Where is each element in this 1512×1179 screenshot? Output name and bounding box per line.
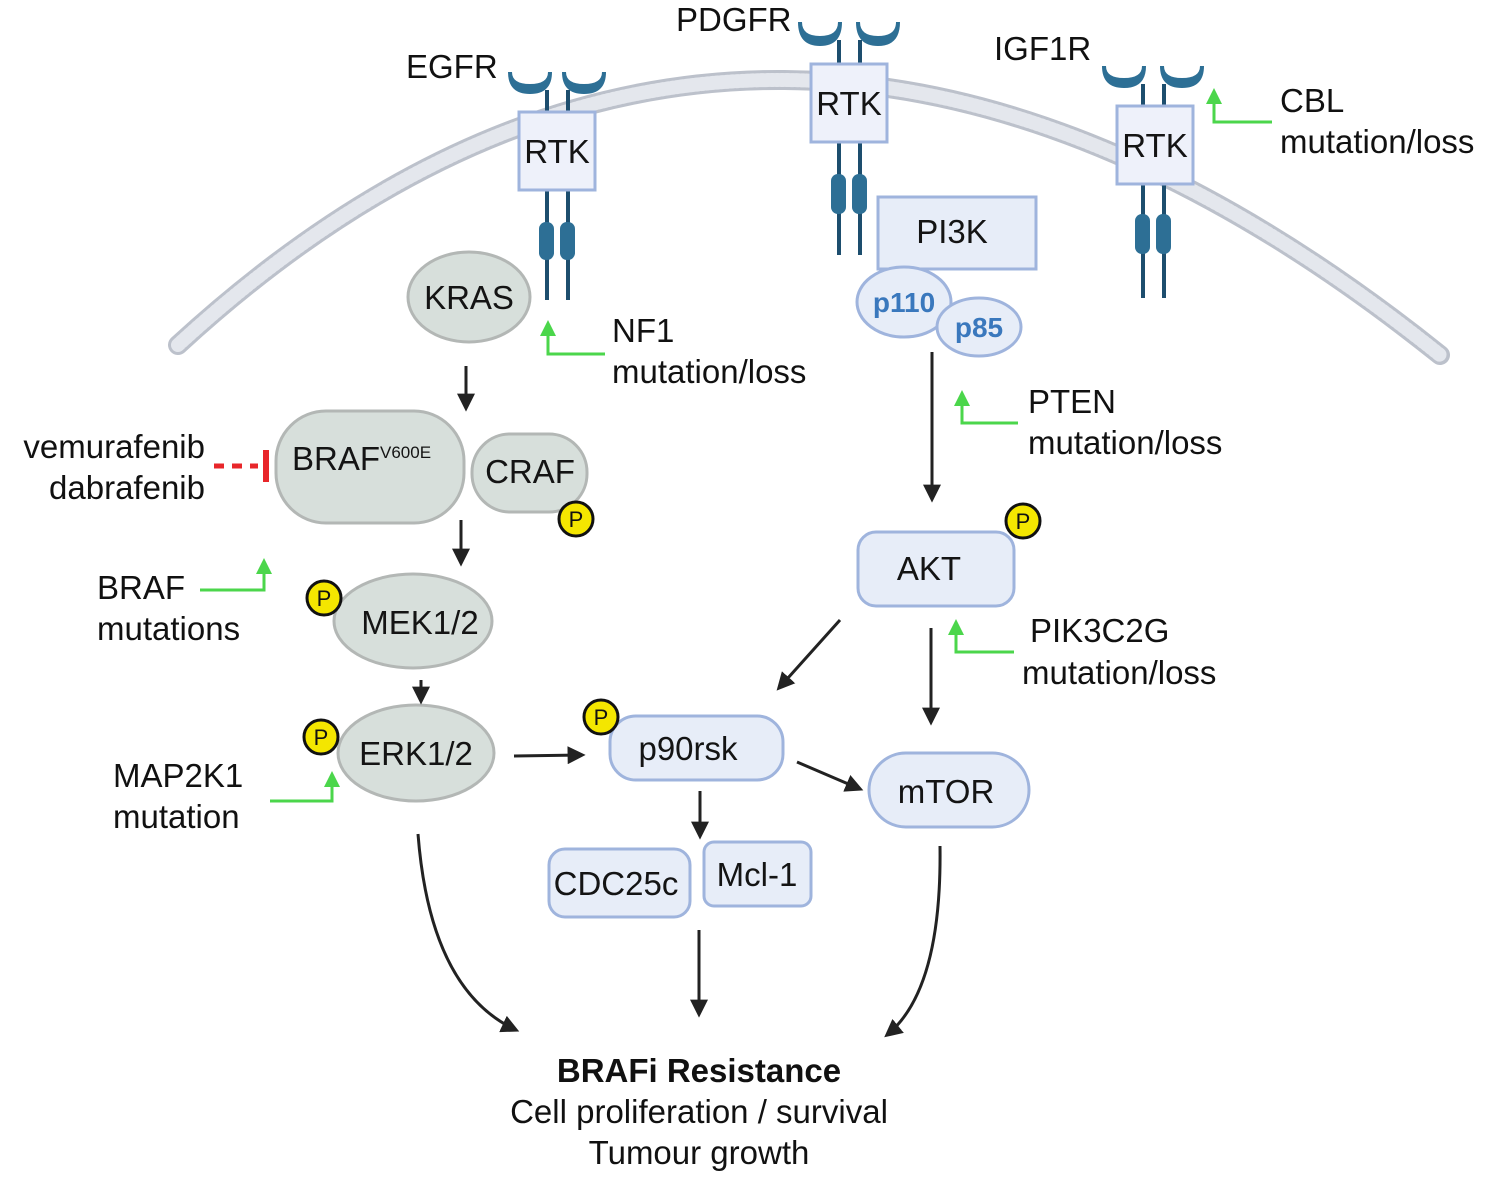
craf-phospho-badge	[557, 500, 595, 538]
outcome-title: BRAFi Resistance	[557, 1052, 841, 1089]
arrow-erk-p90rsk	[513, 746, 586, 765]
egfr-rtk-label: RTK	[524, 133, 589, 170]
erk-node	[336, 703, 496, 803]
igf1r-receptor	[1102, 66, 1204, 298]
pten-label: PTEN	[1028, 383, 1116, 420]
pik3c2g-sublabel: mutation/loss	[1022, 654, 1216, 691]
p90rsk-node	[608, 714, 785, 782]
cell-membrane-inner	[171, 73, 1447, 362]
pi3k-label: PI3K	[916, 213, 988, 250]
pik3c2g-mutation-arrow	[954, 633, 1014, 654]
arrow-mtor-outcome	[884, 845, 942, 1038]
cdc25c-node	[547, 847, 692, 919]
mutation-arrows	[200, 102, 1272, 803]
map2k1-label: MAP2K1	[113, 757, 243, 794]
p85-node	[935, 296, 1023, 358]
mek-phospho-label: P	[317, 586, 332, 611]
pdgfr-label: PDGFR	[676, 1, 792, 38]
mek-label: MEK1/2	[361, 604, 478, 641]
braf-superscript: V600E	[380, 443, 431, 462]
erk-phospho-label: P	[314, 725, 329, 750]
craf-node	[470, 432, 589, 514]
mek-phospho-badge	[305, 579, 343, 617]
arrow-p90rsk-mtor	[796, 760, 864, 792]
braf-mutation-label: BRAF	[97, 569, 185, 606]
nf1-sublabel: mutation/loss	[612, 353, 806, 390]
egfr-receptor	[508, 72, 606, 300]
p110-node	[855, 265, 953, 339]
inhibition-symbol	[214, 450, 269, 482]
cdc25c-label: CDC25c	[554, 865, 679, 902]
cbl-label: CBL	[1280, 82, 1344, 119]
cbl-sublabel: mutation/loss	[1280, 123, 1474, 160]
arrow-erk-outcome	[416, 833, 520, 1033]
akt-node	[856, 530, 1016, 608]
craf-phospho-label: P	[569, 507, 584, 532]
igf1r-label: IGF1R	[994, 30, 1091, 67]
outcome-line2: Tumour growth	[589, 1134, 810, 1171]
igf1r-rtk-label: RTK	[1122, 127, 1187, 164]
braf-mutation-arrow	[200, 572, 266, 592]
mek-node	[332, 572, 494, 670]
pdgfr-rtk-label: RTK	[816, 85, 881, 122]
map2k1-sublabel: mutation	[113, 798, 240, 835]
egfr-rtk-box	[517, 110, 597, 192]
p90rsk-phospho-label: P	[594, 705, 609, 730]
braf-mutation-sublabel: mutations	[97, 610, 240, 647]
akt-phospho-label: P	[1016, 509, 1031, 534]
p90rsk-phospho-badge	[582, 698, 620, 736]
pten-mutation-arrow	[960, 404, 1018, 425]
erk-phospho-badge	[302, 718, 340, 756]
braf-label: BRAFV600E	[292, 440, 431, 477]
igf1r-rtk-box	[1115, 104, 1195, 186]
cbl-mutation-arrow	[1212, 102, 1272, 124]
p85-label: p85	[955, 312, 1003, 343]
pi3k-node	[876, 195, 1038, 271]
pdgfr-receptor	[798, 22, 900, 255]
map2k1-mutation-arrow	[270, 785, 334, 803]
braf-node	[274, 409, 466, 525]
braf-main: BRAF	[292, 440, 380, 477]
kras-node	[406, 250, 532, 344]
inhibitor-vemurafenib: vemurafenib	[23, 428, 205, 465]
p110-label: p110	[873, 287, 935, 318]
nf1-mutation-arrow	[546, 334, 605, 356]
arrow-akt-p90rsk	[776, 618, 842, 691]
pathway-arrows	[412, 352, 942, 1038]
outcome-line1: Cell proliferation / survival	[510, 1093, 888, 1130]
mtor-label: mTOR	[898, 773, 995, 810]
inhibitor-dabrafenib: dabrafenib	[49, 469, 205, 506]
mutation-arrowheads	[256, 88, 1222, 787]
akt-label: AKT	[897, 550, 961, 587]
kras-label: KRAS	[424, 279, 514, 316]
mcl1-label: Mcl-1	[717, 856, 798, 893]
pdgfr-rtk-box	[809, 62, 889, 144]
erk-label: ERK1/2	[359, 735, 473, 772]
pik3c2g-label: PIK3C2G	[1030, 612, 1169, 649]
pten-sublabel: mutation/loss	[1028, 424, 1222, 461]
mcl1-node	[702, 840, 813, 908]
akt-phospho-badge	[1004, 502, 1042, 540]
egfr-label: EGFR	[406, 48, 498, 85]
mtor-node	[867, 751, 1031, 829]
p90rsk-label: p90rsk	[638, 730, 738, 767]
craf-label: CRAF	[485, 453, 575, 490]
nf1-label: NF1	[612, 312, 674, 349]
